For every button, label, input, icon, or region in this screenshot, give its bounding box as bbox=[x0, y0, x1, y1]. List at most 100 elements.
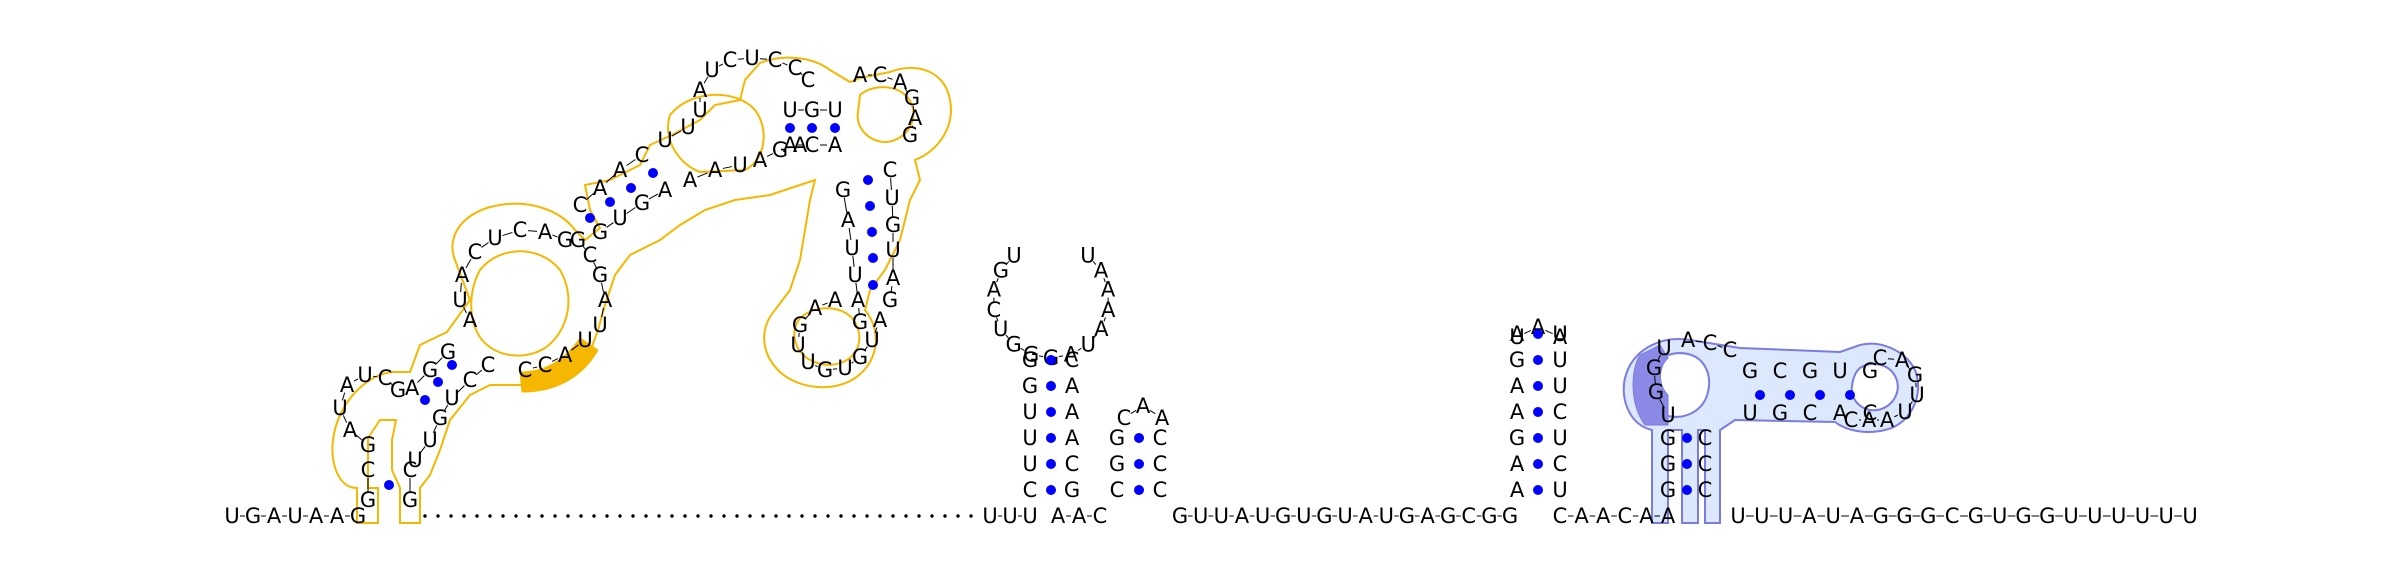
backbone-link bbox=[859, 308, 860, 314]
hairpin3-left: A bbox=[1510, 478, 1525, 502]
backbone-tail: G bbox=[2039, 504, 2055, 528]
base-pair-dot bbox=[1845, 390, 1855, 400]
left-loop-top: C bbox=[768, 48, 783, 72]
backbone-tail: G bbox=[2015, 504, 2031, 528]
blue-arm-top: G bbox=[1802, 359, 1818, 383]
gap-dot bbox=[957, 515, 959, 517]
hairpin1-right: G bbox=[1064, 478, 1080, 502]
hairpin3-right: U bbox=[1552, 348, 1567, 372]
blue-stem-right: C bbox=[1698, 452, 1713, 476]
gap-dot bbox=[554, 515, 556, 517]
base-pair-dot bbox=[585, 213, 595, 223]
hairpin3-loop: U bbox=[1509, 325, 1524, 349]
gap-dot bbox=[580, 515, 582, 517]
blue-loop-left: G bbox=[1648, 380, 1664, 404]
backbone-link bbox=[373, 376, 377, 377]
base-pair-dot bbox=[868, 253, 878, 263]
base-pair-dot bbox=[868, 280, 878, 290]
backbone-link bbox=[1524, 330, 1531, 333]
gap-dot bbox=[567, 515, 569, 517]
hairpin3-right: C bbox=[1553, 400, 1568, 424]
hairpin1-loop: G bbox=[1023, 342, 1039, 366]
gap-dot bbox=[866, 515, 868, 517]
base-pair-dot bbox=[807, 123, 817, 133]
base-pair-dot bbox=[830, 123, 840, 133]
backbone-tail: U bbox=[2063, 504, 2078, 528]
gap-dot bbox=[944, 515, 946, 517]
backbone-link bbox=[528, 231, 537, 232]
left-diag-1: A bbox=[405, 376, 420, 400]
gap-dot bbox=[749, 515, 751, 517]
backbone-middle: G bbox=[1502, 504, 1518, 528]
backbone-link-letters: A bbox=[1661, 504, 1676, 528]
backbone-head: A bbox=[330, 504, 345, 528]
left-loop-center: U bbox=[487, 226, 502, 250]
gap-dot bbox=[684, 515, 686, 517]
backbone-tail: G bbox=[1873, 504, 1889, 528]
backbone-middle: G bbox=[1440, 504, 1456, 528]
baseline-letters: A bbox=[1072, 504, 1087, 528]
hairpin1-loop: A bbox=[1094, 317, 1109, 341]
gap-dot bbox=[853, 515, 855, 517]
left-loop-lower: G bbox=[390, 378, 406, 402]
left-loop-top: C bbox=[723, 48, 738, 72]
base-pair-dot bbox=[1533, 485, 1543, 495]
left-diag-2b: G bbox=[592, 220, 608, 244]
left-loop-topright: C bbox=[873, 63, 888, 87]
left-desc-a: G bbox=[835, 178, 851, 202]
hairpin1-right: A bbox=[1065, 374, 1080, 398]
blue-stem-right: C bbox=[1698, 478, 1713, 502]
base-pair-dot bbox=[865, 201, 875, 211]
blue-loop-left: U bbox=[1660, 403, 1675, 427]
left-top-stem-b: C bbox=[805, 133, 820, 157]
backbone-tail: C bbox=[1945, 504, 1960, 528]
backbone-middle: A bbox=[1358, 504, 1373, 528]
blue-loop-right: A bbox=[1880, 408, 1895, 432]
blue-arm-top: C bbox=[1773, 359, 1788, 383]
base-pair-dot bbox=[1533, 381, 1543, 391]
base-pair-dot bbox=[1046, 355, 1056, 365]
hairpin3-right: C bbox=[1553, 452, 1568, 476]
hairpin3-right: U bbox=[1552, 426, 1567, 450]
blue-arm-top: U bbox=[1832, 359, 1847, 383]
backbone-link-letters: A bbox=[1596, 504, 1611, 528]
left-highlight-letters: C bbox=[538, 353, 553, 377]
backbone-head: U bbox=[287, 504, 302, 528]
baseline-letters: U bbox=[982, 504, 997, 528]
base-pair-dot bbox=[1046, 433, 1056, 443]
left-loop-bottomright: A bbox=[873, 308, 888, 332]
base-pair-dot bbox=[420, 395, 430, 405]
base-pair-dot bbox=[447, 360, 457, 370]
backbone-tail: U bbox=[1754, 504, 1769, 528]
hairpin2-loop: C bbox=[1117, 406, 1132, 430]
left-loop-center-r: G bbox=[570, 228, 586, 252]
blue-arm-bottom: G bbox=[1772, 401, 1788, 425]
base-pair-dot bbox=[1682, 485, 1692, 495]
left-diag-1b: C bbox=[481, 353, 496, 377]
backbone-link bbox=[697, 173, 707, 177]
backbone-head: G bbox=[245, 504, 261, 528]
backbone-middle: U bbox=[1379, 504, 1394, 528]
gap-dot bbox=[736, 515, 738, 517]
gap-dot bbox=[632, 515, 634, 517]
left-loop-lower: U bbox=[357, 363, 372, 387]
hairpin1-left: U bbox=[1022, 400, 1037, 424]
hairpin1-left: C bbox=[1023, 478, 1038, 502]
left-diag-2: C bbox=[573, 193, 588, 217]
backbone-link bbox=[1655, 376, 1656, 384]
hairpin1-right: A bbox=[1065, 400, 1080, 424]
base-pair-dot bbox=[863, 175, 873, 185]
backbone-head: U bbox=[224, 504, 239, 528]
left-top-stem: U bbox=[827, 98, 842, 122]
hairpin3-left: A bbox=[1510, 400, 1525, 424]
backbone-tail: U bbox=[2135, 504, 2150, 528]
hairpin2-right: C bbox=[1153, 478, 1168, 502]
left-mid-letters: A bbox=[753, 148, 768, 172]
backbone-middle: U bbox=[1296, 504, 1311, 528]
base-pair-dot bbox=[605, 197, 615, 207]
backbone-middle: U bbox=[1193, 504, 1208, 528]
left-loop-top: C bbox=[801, 68, 816, 92]
hairpin1-right: C bbox=[1065, 452, 1080, 476]
